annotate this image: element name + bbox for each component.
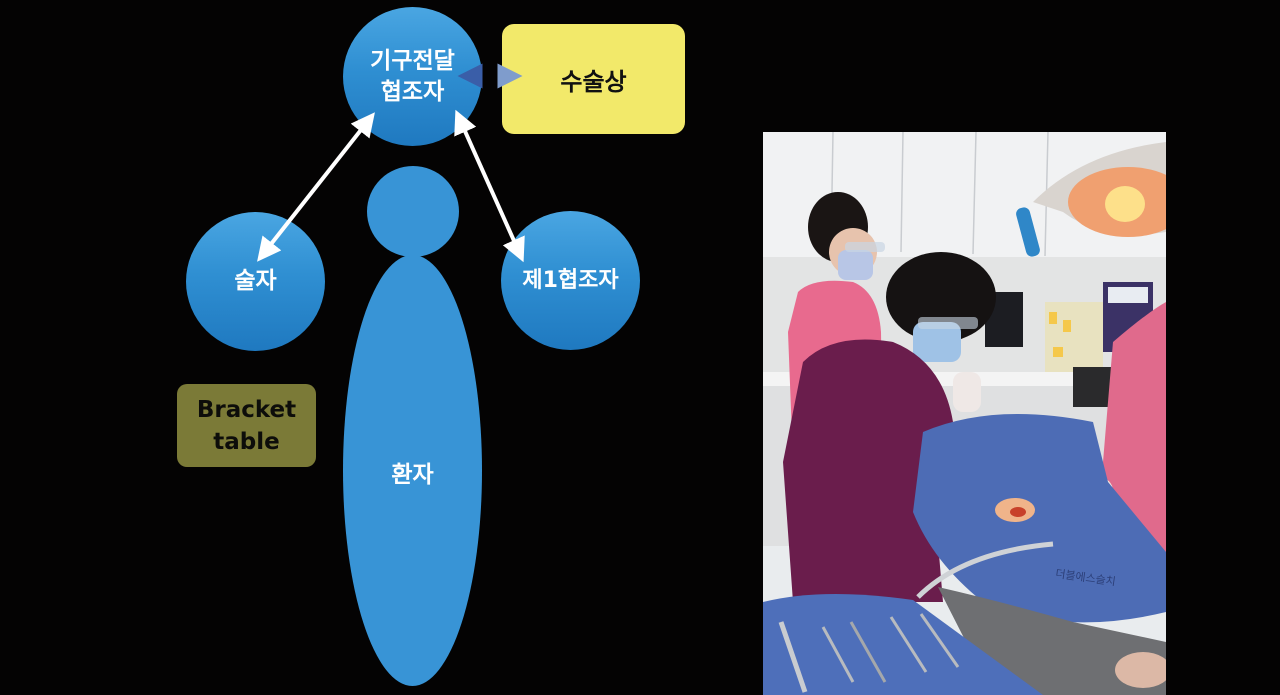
- patient-body: 환자: [343, 255, 482, 686]
- node-instrument-assistant-line1: 기구전달: [370, 47, 455, 74]
- node-first-assistant: 제1협조자: [501, 211, 640, 350]
- bracket-table-box: Bracket table: [177, 384, 316, 467]
- instrument-table-label: 수술상: [560, 67, 627, 96]
- bracket-table-line1: Bracket: [196, 396, 297, 423]
- node-surgeon: 술자: [186, 212, 325, 351]
- patient-label: 환자: [391, 461, 434, 488]
- node-instrument-assistant: 기구전달 협조자: [343, 7, 482, 146]
- bracket-table-line2: table: [213, 428, 280, 455]
- patient-head: [367, 166, 459, 257]
- node-first-assistant-label: 제1협조자: [522, 268, 619, 293]
- instrument-table-box: 수술상: [502, 24, 685, 134]
- node-surgeon-label: 술자: [234, 268, 277, 294]
- surgery-photo: 더블에스슬치: [763, 132, 1166, 695]
- node-instrument-assistant-line2: 협조자: [380, 78, 445, 105]
- arrow-assistant-first-assistant: [454, 109, 525, 263]
